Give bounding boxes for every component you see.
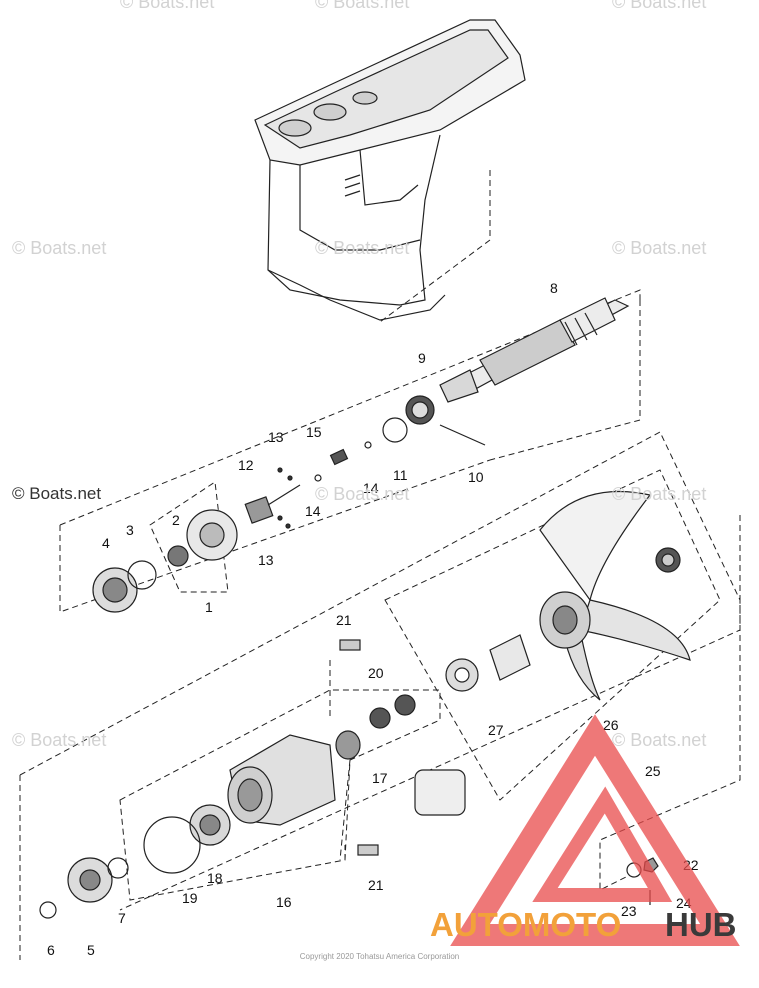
copyright-notice: Copyright 2020 Tohatsu America Corporati… xyxy=(299,952,460,961)
callout-9: 9 xyxy=(418,350,426,366)
watermark: © Boats.net xyxy=(315,0,410,12)
callout-7: 7 xyxy=(118,910,126,926)
callout-21: 21 xyxy=(336,612,352,628)
callout-12: 12 xyxy=(238,457,254,473)
callout-19: 19 xyxy=(182,890,198,906)
watermark: © Boats.net xyxy=(612,484,707,504)
callout-3: 3 xyxy=(126,522,134,538)
callout-18: 18 xyxy=(207,870,223,886)
callout-16: 16 xyxy=(276,894,292,910)
callout-6: 6 xyxy=(47,942,55,958)
callout-15: 15 xyxy=(306,424,322,440)
callout-13: 13 xyxy=(268,429,284,445)
watermark: © Boats.net xyxy=(612,730,707,750)
callout-14: 14 xyxy=(363,480,379,496)
callout-21: 21 xyxy=(368,877,384,893)
watermark: © Boats.net xyxy=(612,238,707,258)
callout-14: 14 xyxy=(305,503,321,519)
shaft-housing xyxy=(39,639,466,919)
callout-23: 23 xyxy=(621,903,637,919)
callout-26: 26 xyxy=(603,717,619,733)
dog-clutch xyxy=(382,395,486,446)
logo-text-hub: HUB xyxy=(665,906,737,943)
callout-25: 25 xyxy=(645,763,661,779)
callout-27: 27 xyxy=(488,722,504,738)
callout-labels: 1234567891011121313141415161718192021212… xyxy=(47,280,699,958)
callout-11: 11 xyxy=(393,467,408,483)
propeller xyxy=(445,490,691,701)
callout-13: 13 xyxy=(258,552,274,568)
callout-10: 10 xyxy=(468,469,484,485)
dashed-outlines xyxy=(19,170,741,960)
watermark: © Boats.net xyxy=(12,730,107,750)
callout-8: 8 xyxy=(550,280,558,296)
automotohub-logo: AUTOMOTO HUB xyxy=(430,714,740,946)
watermark: © Boats.net xyxy=(612,0,707,12)
watermark: © Boats.net xyxy=(315,484,410,504)
watermark: © Boats.net xyxy=(12,238,107,258)
logo-text-automoto: AUTOMOTO xyxy=(430,906,621,943)
shift-plunger xyxy=(244,441,372,529)
watermark: © Boats.net xyxy=(120,0,215,12)
callout-20: 20 xyxy=(368,665,384,681)
callout-2: 2 xyxy=(172,512,180,528)
gear-housing xyxy=(254,19,526,321)
watermark: © Boats.net xyxy=(315,238,410,258)
callout-1: 1 xyxy=(205,599,213,615)
forward-gear-group xyxy=(92,509,238,613)
propeller-shaft xyxy=(439,297,630,403)
watermark-dark: © Boats.net xyxy=(12,484,102,503)
callout-5: 5 xyxy=(87,942,95,958)
callout-17: 17 xyxy=(372,770,388,786)
callout-4: 4 xyxy=(102,535,110,551)
